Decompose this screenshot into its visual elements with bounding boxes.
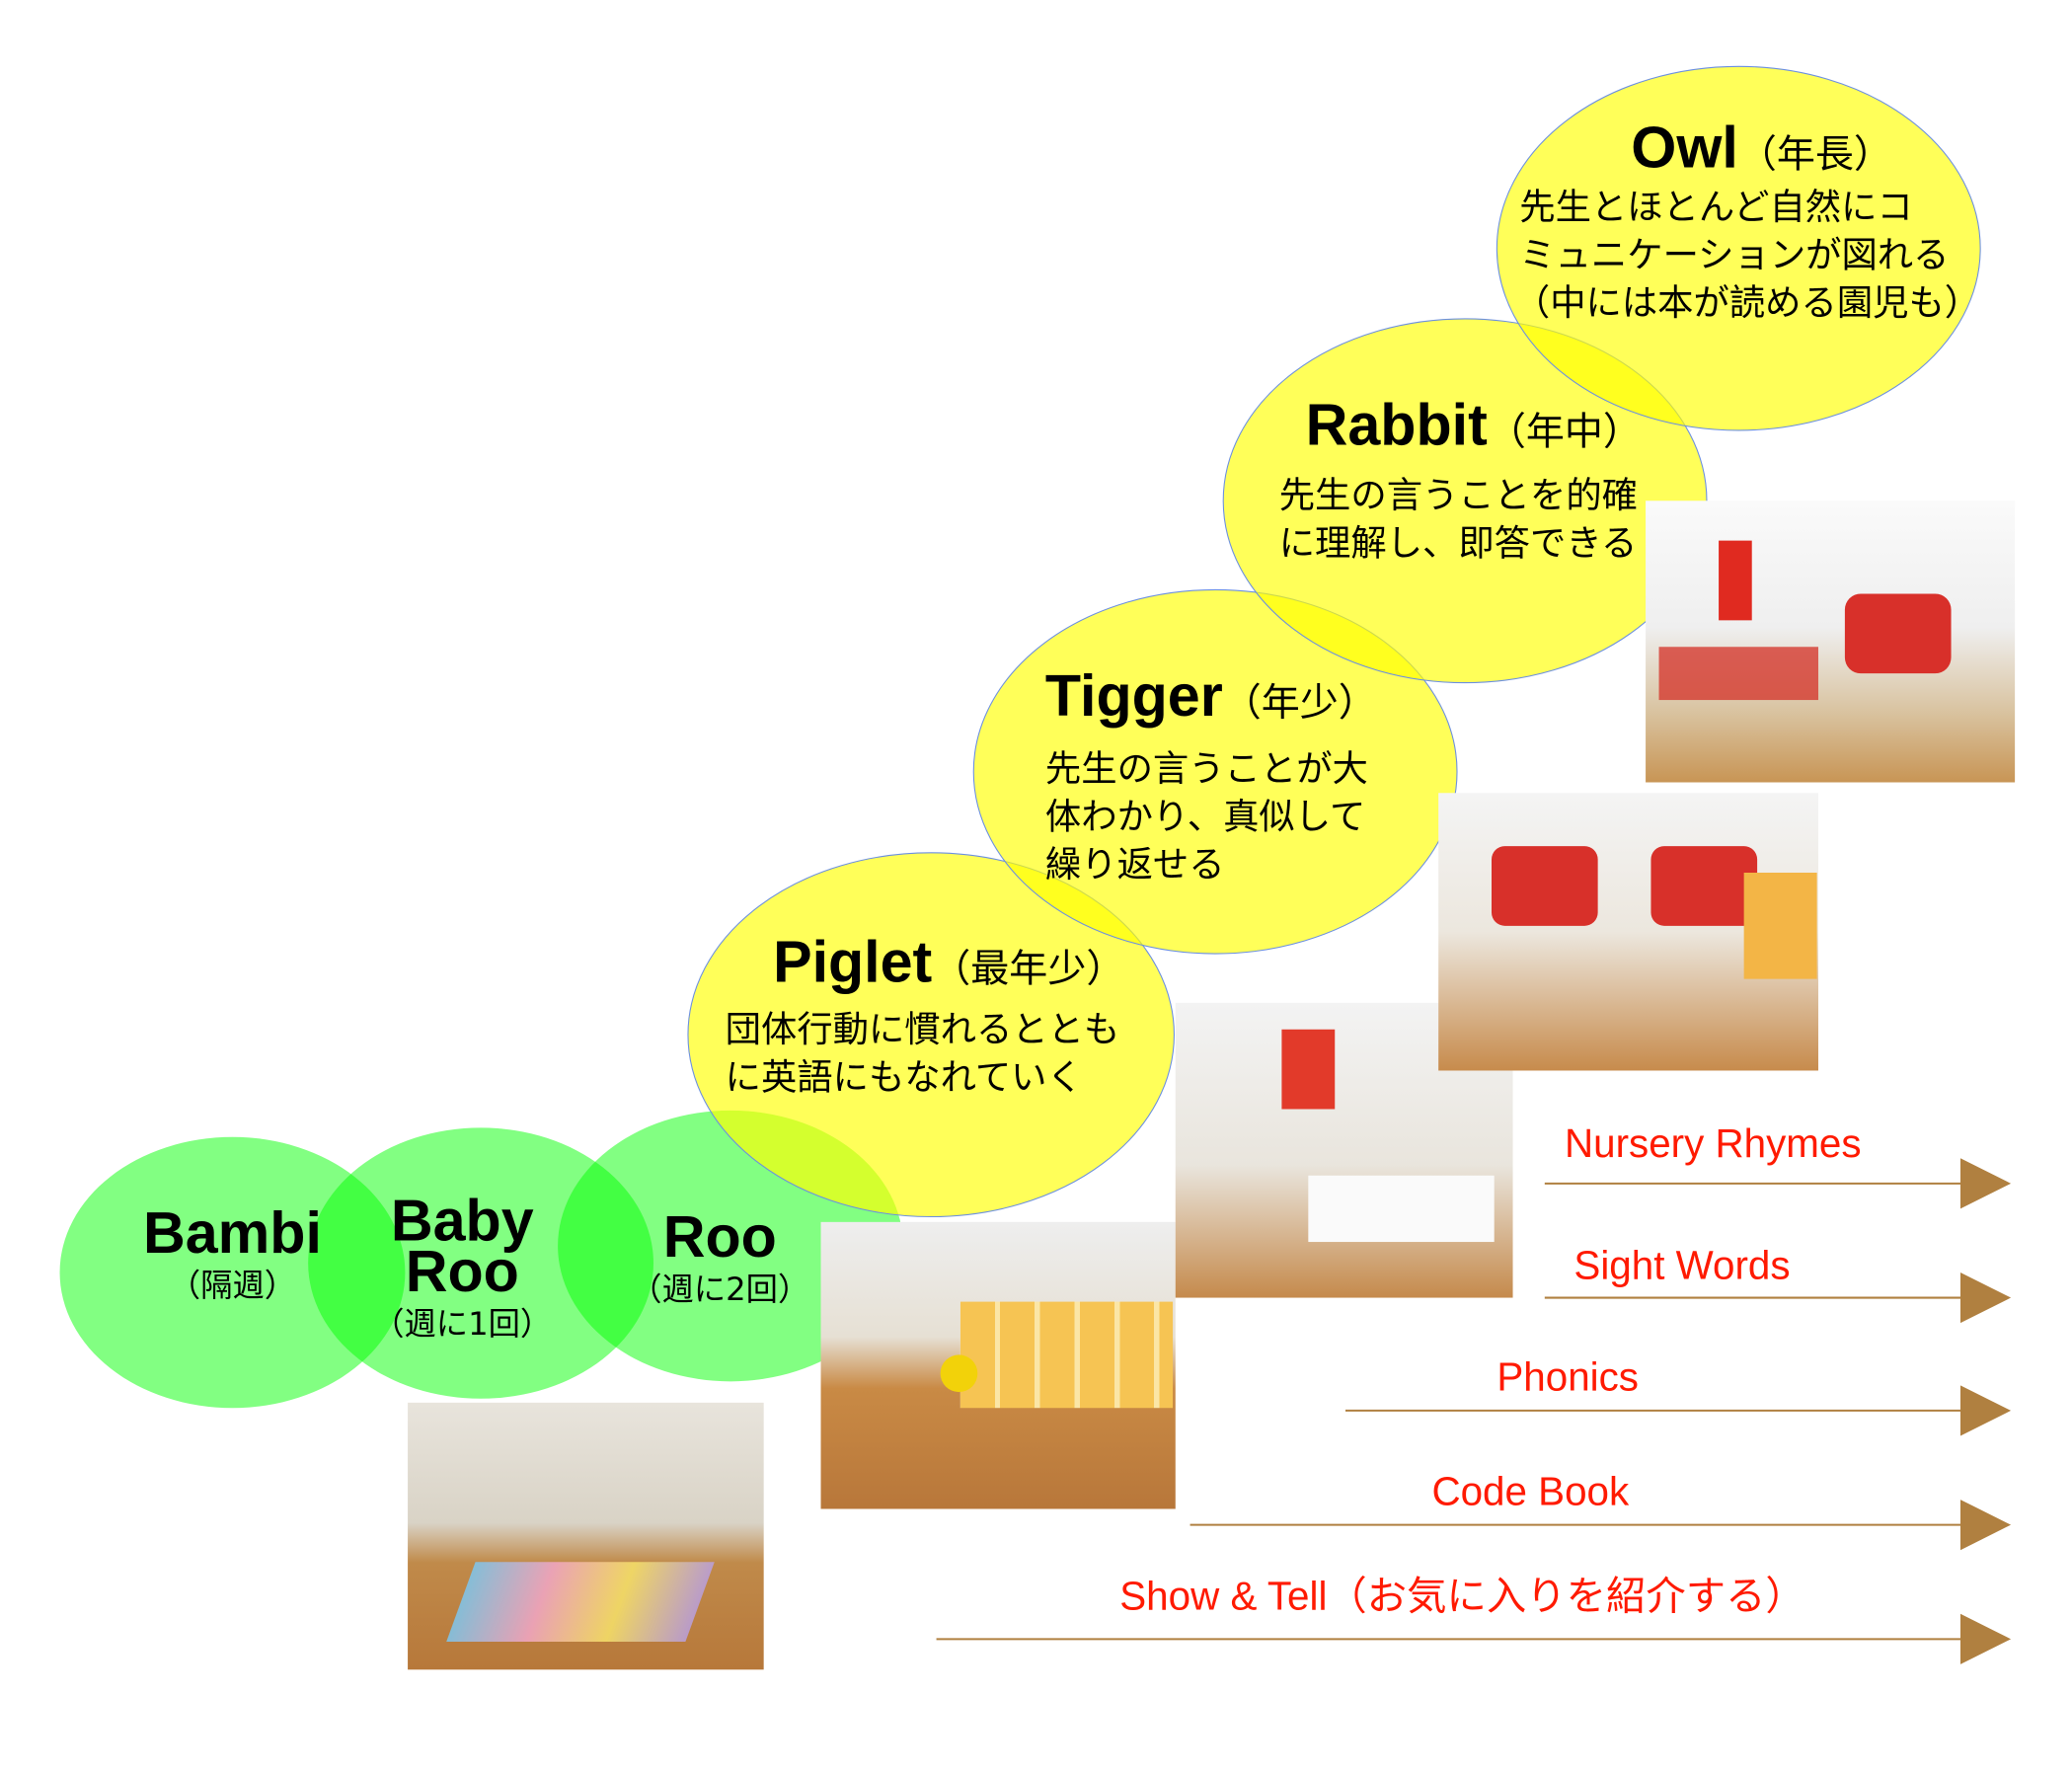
stage-grade: （最年少） [932,945,1125,991]
stage-name: Rabbit [1305,393,1488,459]
stage-description: 先生の言うことが大 体わかり、真似して 繰り返せる [1045,746,1377,889]
stage-roo: Roo （週に2回） [587,1204,853,1309]
stage-grade: （年中） [1487,409,1642,455]
stage-name: Owl [1631,116,1738,181]
photo-owl-class [1646,501,2016,783]
description-line: 先生の言うことが大 [1044,748,1368,791]
stage-frequency: （週に1回） [372,1305,553,1344]
description-line: 体わかり、真似して [1044,797,1366,839]
program-sight-words: Sight Words [1573,1244,1791,1289]
stage-owl: Owl（年長） 先生とほとんど自然にコ ミュニケーションが図れる （中には本が読… [1514,116,1980,328]
stage-grade: （年少） [1222,679,1377,726]
stage-name: Bambi [142,1200,322,1267]
photo-piglet-class [820,1221,1176,1509]
stage-name: Roo [662,1204,777,1271]
stage-bambi: Bambi （隔週） [100,1200,365,1305]
arrowhead-icon [1959,1385,2012,1436]
description-line: に理解し、即答できる [1278,523,1638,565]
photo-baby-roo-class [408,1402,764,1670]
program-phonics: Phonics [1496,1355,1639,1401]
baby-roo-ellipse [308,1127,653,1399]
tigger-ellipse [972,588,1458,955]
photo-rabbit-class [1438,793,1818,1071]
stage-baby-roo: Baby Roo （週に1回） [330,1189,595,1344]
owl-ellipse [1496,65,1981,431]
program-nursery-rhymes: Nursery Rhymes [1564,1121,1862,1167]
stage-description: 先生とほとんど自然にコ ミュニケーションが図れる （中には本が読める園児も） [1514,185,1980,328]
program-show-and-tell: Show & Tell（お気に入りを紹介する） [1119,1575,1805,1620]
stage-grade: （年長） [1737,131,1892,177]
stage-frequency: （隔週） [168,1267,297,1305]
stage-name: Tigger [1044,663,1223,730]
description-line: 団体行動に慣れるととも [725,1009,1120,1051]
description-line: に英語にもなれていく [725,1057,1083,1099]
description-line: （中には本が読める園児も） [1513,282,1981,325]
stage-piglet: Piglet（最年少） 団体行動に慣れるととも に英語にもなれていく [726,930,1125,1103]
rabbit-ellipse [1222,318,1708,684]
stage-tigger: Tigger（年少） 先生の言うことが大 体わかり、真似して 繰り返せる [1045,664,1377,890]
bambi-ellipse [59,1136,406,1409]
program-code-book: Code Book [1431,1470,1630,1514]
arrowhead-icon [1959,1613,2012,1664]
piglet-ellipse [687,852,1175,1218]
description-line: 繰り返せる [1044,844,1225,886]
stage-frequency: （週に2回） [630,1271,810,1309]
stage-name: Roo [405,1239,519,1305]
arrowhead-icon [1959,1500,2012,1551]
stage-name: Piglet [773,929,933,995]
description-line: 先生の言うことを的確 [1278,475,1639,517]
description-line: ミュニケーションが図れる [1519,235,1950,276]
arrowhead-icon [1959,1158,2012,1209]
stage-description: 団体行動に慣れるととも に英語にもなれていく [726,1007,1125,1103]
stage-description: 先生の言うことを的確 に理解し、即答できる [1279,473,1642,569]
arrowhead-icon [1959,1272,2012,1324]
stage-name: Baby [390,1189,534,1255]
description-line: 先生とほとんど自然にコ [1519,187,1913,229]
stage-rabbit: Rabbit（年中） 先生の言うことを的確 に理解し、即答できる [1279,393,1642,569]
